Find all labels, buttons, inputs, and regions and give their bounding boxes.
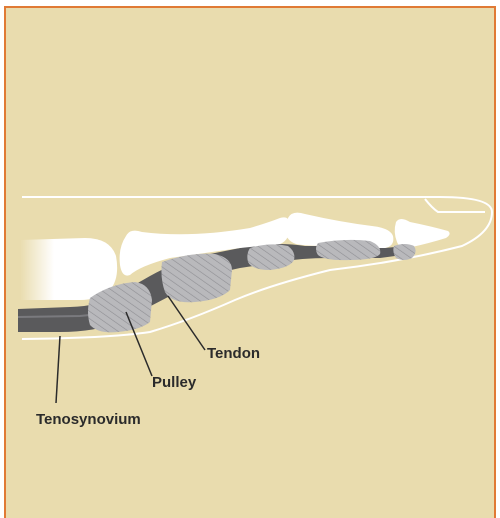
pulley-a2 [161,254,232,303]
tendon-label: Tendon [207,345,260,362]
pulley-label: Pulley [152,374,197,391]
pulley-a4 [316,240,380,260]
pulley-a5 [393,244,415,260]
tenosynovium-label: Tenosynovium [36,411,141,428]
